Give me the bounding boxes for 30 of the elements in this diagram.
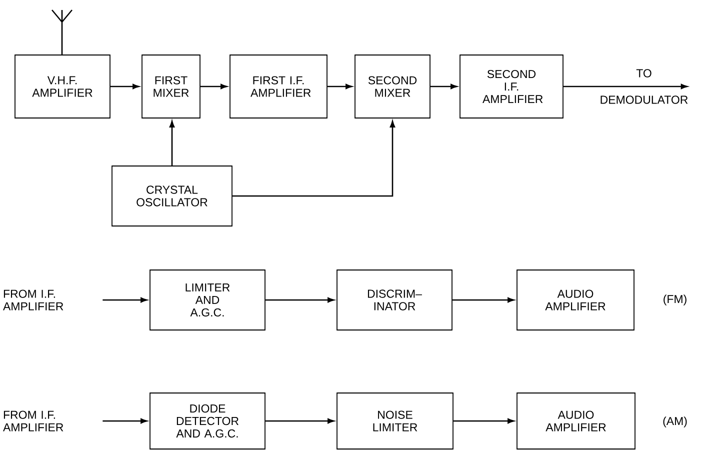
- block-box: SECOND MIXER: [354, 54, 430, 118]
- input-label: FROM I.F. AMPLIFIER: [3, 290, 64, 310]
- input-label: FROM I.F. AMPLIFIER: [3, 410, 64, 432]
- arrow: [110, 84, 140, 90]
- block-box: FIRST I.F. AMPLIFIER: [230, 54, 328, 118]
- block-box: AUDIO AMPLIFIER: [516, 270, 634, 330]
- block-box: DISCRIM– INATOR: [336, 270, 452, 330]
- block-box: SECOND I.F. AMPLIFIER: [460, 54, 564, 118]
- arrow: [452, 297, 514, 303]
- arrow: [265, 418, 334, 424]
- block-box: CRYSTAL OSCILLATOR: [112, 166, 232, 226]
- arrow: [430, 84, 458, 90]
- mode-label: (FM): [664, 294, 686, 306]
- arrow: [327, 84, 352, 90]
- arrow: [265, 297, 334, 303]
- arrow: [102, 297, 148, 303]
- mode-label: (AM): [663, 416, 687, 428]
- arrow: [453, 418, 514, 424]
- arrow: [169, 120, 175, 166]
- arrow: [102, 418, 148, 424]
- output-label: TO DEMODULATOR: [600, 69, 688, 104]
- block-box: LIMITER AND A.G.C.: [150, 270, 266, 330]
- block-box: FIRST MIXER: [142, 54, 200, 118]
- block-box: AUDIO AMPLIFIER: [516, 392, 636, 450]
- block-box: V.H.F. AMPLIFIER: [14, 54, 110, 118]
- arrow: [200, 84, 228, 90]
- arrow: [563, 84, 688, 90]
- block-box: NOISE LIMITER: [336, 392, 454, 450]
- block-box: DIODE DETECTOR AND A.G.C.: [150, 392, 266, 450]
- arrow: [232, 120, 396, 197]
